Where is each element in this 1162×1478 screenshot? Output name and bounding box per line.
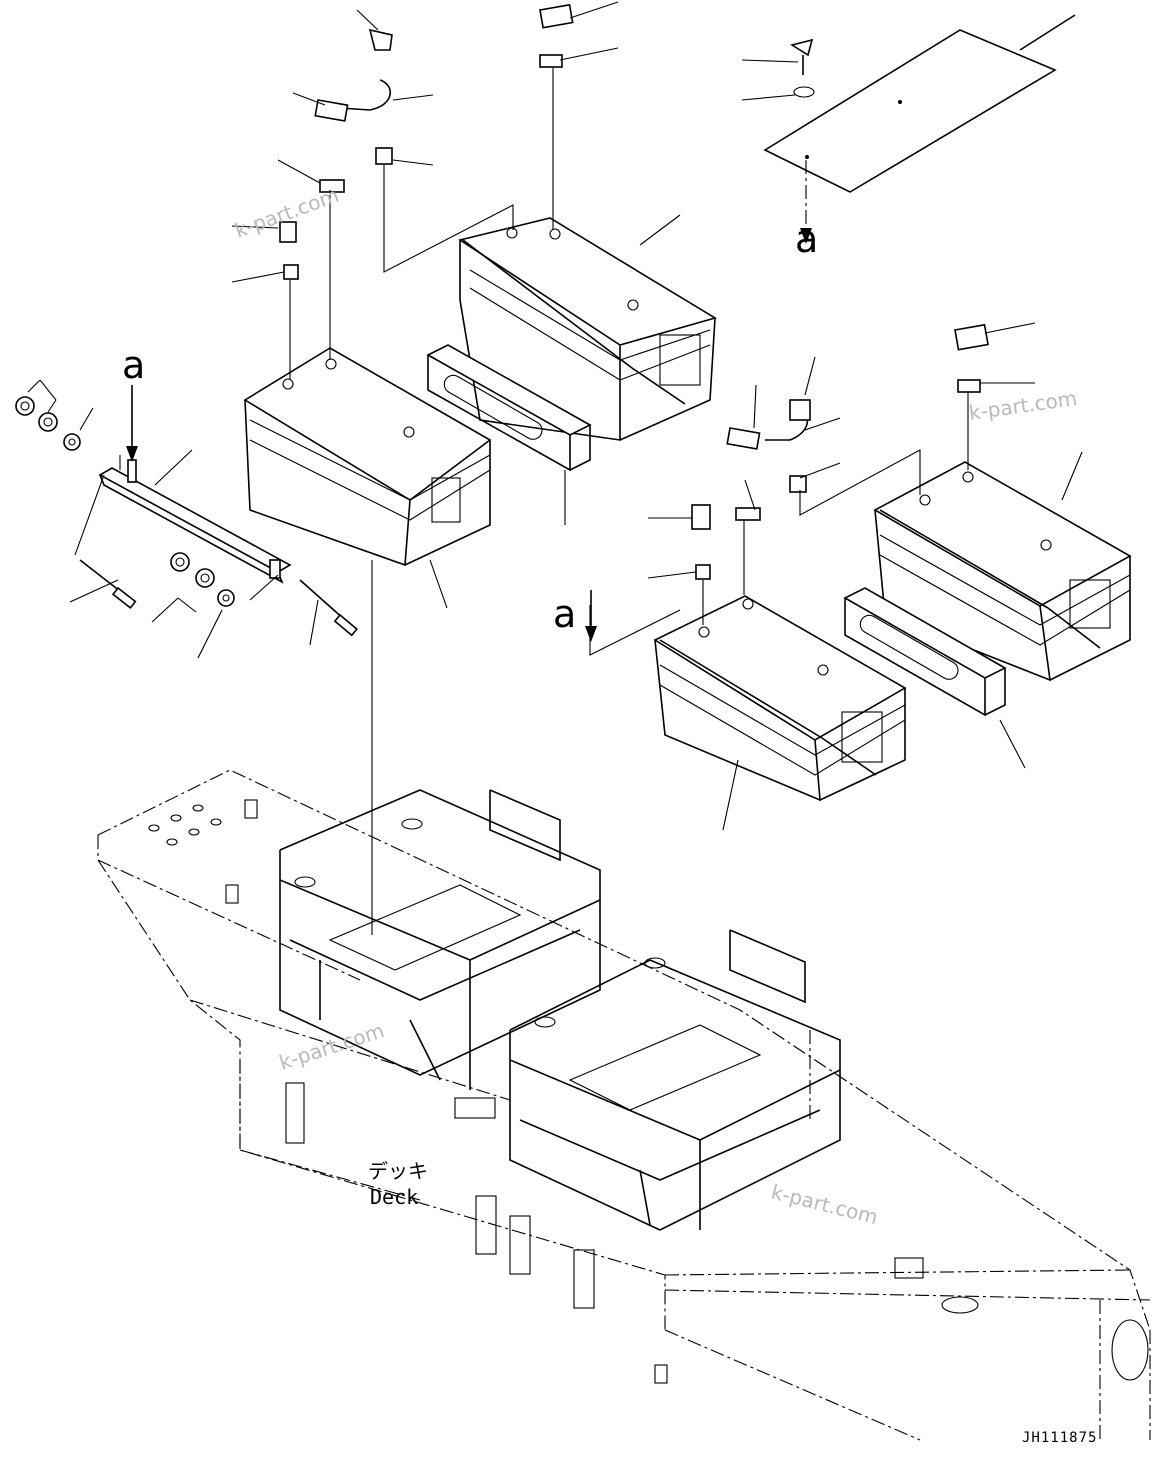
watermark: k-part.com bbox=[276, 1018, 387, 1074]
hold-down-bar bbox=[74, 459, 358, 637]
leader-lines bbox=[27, 1, 1083, 831]
cover-plate bbox=[763, 14, 1076, 244]
spacer-pad-left bbox=[426, 344, 592, 472]
battery-bracket-right bbox=[509, 929, 841, 1231]
watermark: k-part.com bbox=[769, 1180, 880, 1230]
deck-label-english: Deck bbox=[370, 1185, 418, 1209]
watermark: k-part.com bbox=[967, 386, 1078, 425]
deck-frame bbox=[97, 769, 1151, 1441]
battery-top-middle bbox=[458, 217, 717, 441]
battery-bracket-left bbox=[279, 789, 601, 1090]
deck-pads bbox=[225, 799, 924, 1384]
deck-label-japanese: デッキ bbox=[368, 1159, 428, 1183]
nuts-washers bbox=[15, 396, 235, 607]
view-label-a-top-right: a bbox=[795, 217, 818, 261]
battery-right-top bbox=[873, 461, 1132, 682]
battery-top-left bbox=[243, 347, 492, 567]
view-arrow-left bbox=[126, 385, 138, 462]
spacer-pad-right bbox=[843, 587, 1007, 717]
deck-holes bbox=[148, 804, 1149, 1381]
cables-terminals bbox=[119, 3, 989, 935]
view-label-a-left: a bbox=[122, 343, 145, 387]
view-label-a-right: a bbox=[553, 592, 576, 636]
view-arrow-right bbox=[585, 590, 597, 642]
drawing-code: JH111875 bbox=[1022, 1430, 1097, 1446]
battery-right-bottom bbox=[653, 595, 907, 802]
